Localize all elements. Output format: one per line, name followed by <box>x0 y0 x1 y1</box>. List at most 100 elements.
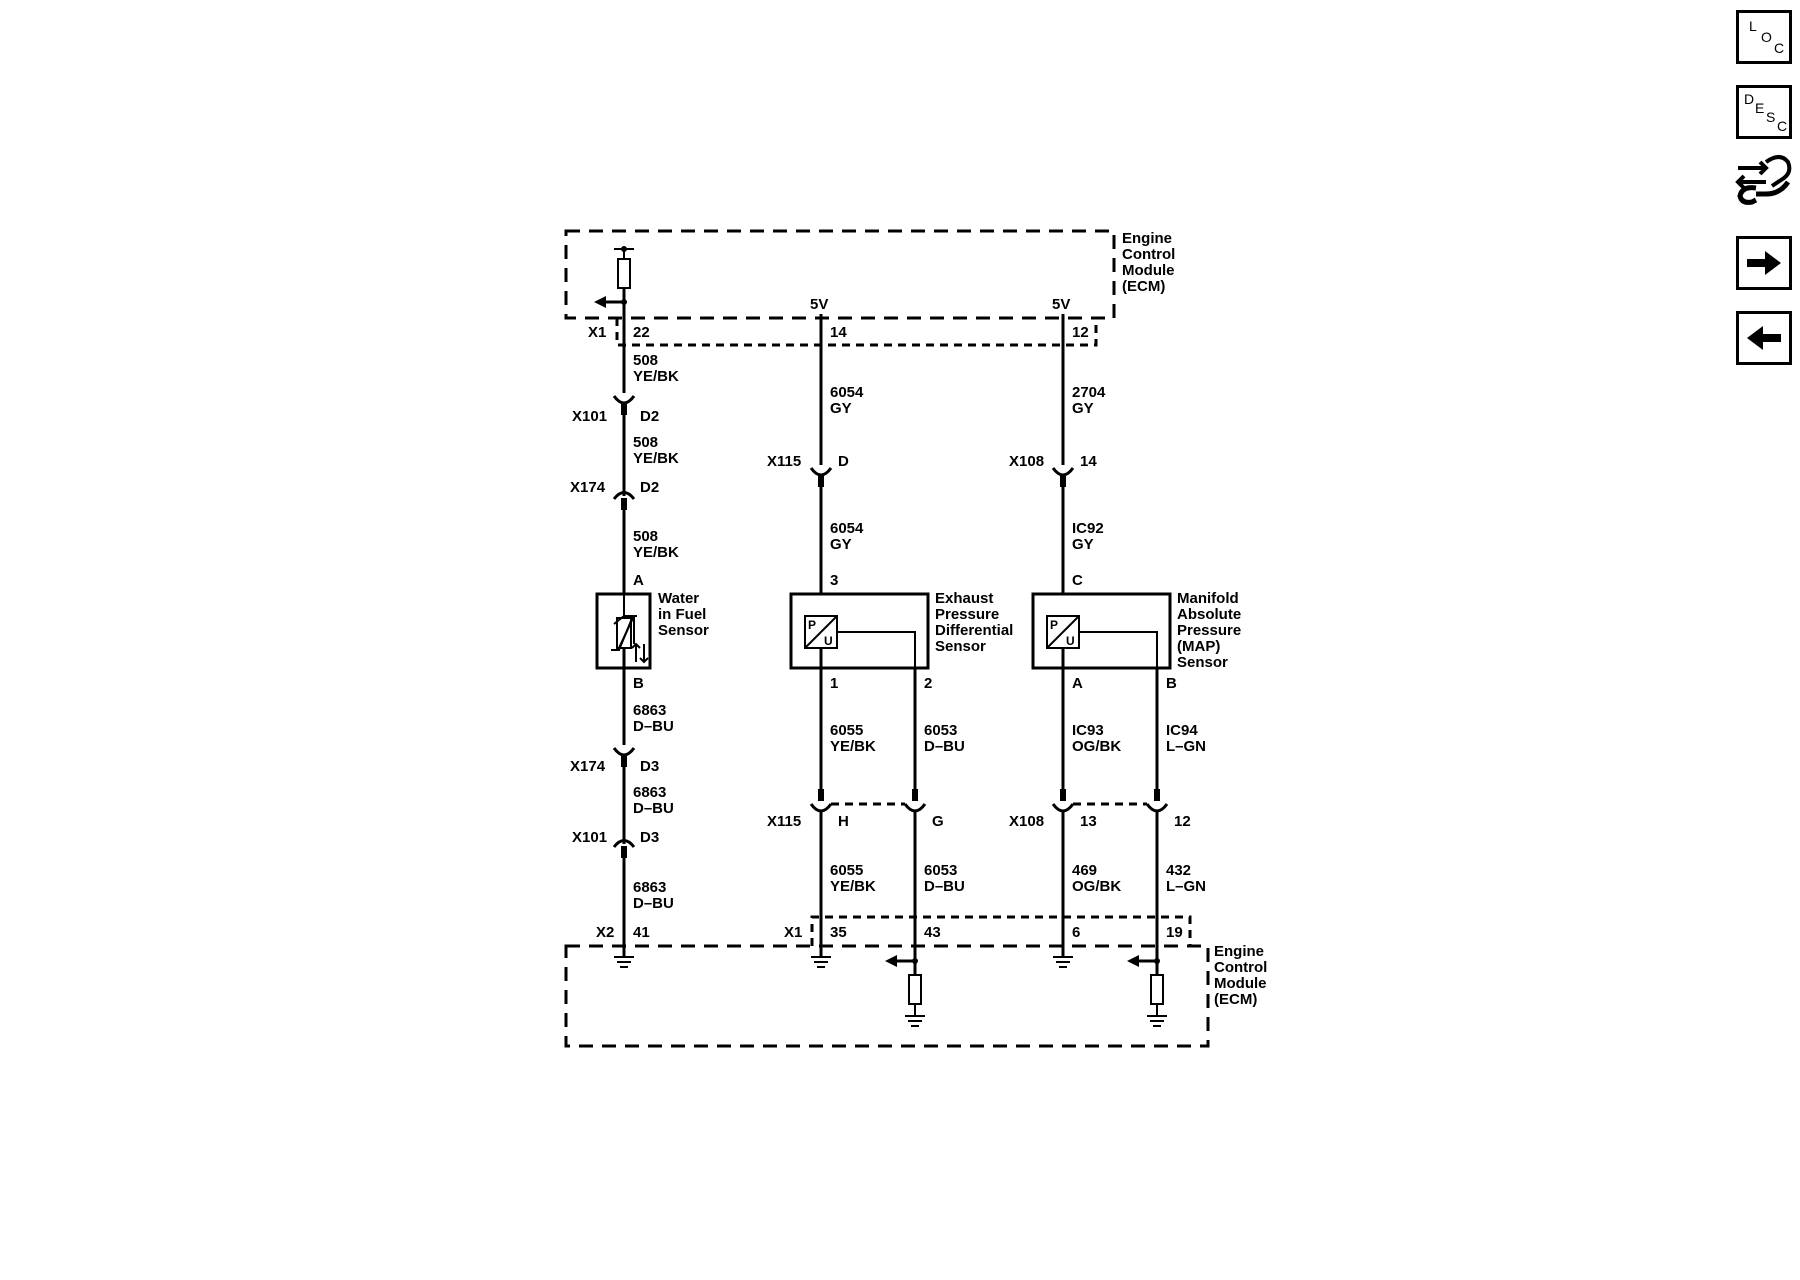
wire-11-color: D–BU <box>924 738 965 755</box>
ecm-bottom-box <box>564 915 1210 1048</box>
wire-17-number: IC94 <box>1166 722 1198 739</box>
desc-icon-letter-c: C <box>1777 118 1788 134</box>
map-pulldown-resistor <box>1127 955 1167 1027</box>
wire-14-color: GY <box>1072 536 1094 553</box>
wire-1-number: 508 <box>633 352 658 369</box>
pin-b-map: B <box>1166 675 1177 692</box>
previous-button[interactable] <box>1736 311 1792 365</box>
wire-13-color: GY <box>1072 400 1094 417</box>
wire-13-number: 2704 <box>1072 384 1106 401</box>
conn-x2: X2 <box>596 924 614 941</box>
connector-x101-d3 <box>612 839 636 858</box>
conn-x1-top: X1 <box>588 324 606 341</box>
pin-35: 35 <box>830 924 847 941</box>
map-sensor-label-1: Manifold <box>1177 590 1239 607</box>
ecm-top-label-4: (ECM) <box>1122 278 1165 295</box>
connector-x101-d2 <box>612 395 636 415</box>
pin-h: H <box>838 813 849 830</box>
ecm-bottom-label-3: Module <box>1214 975 1267 992</box>
epd-sensor-label-2: Pressure <box>935 606 999 623</box>
conn-x174-b: X174 <box>570 758 606 775</box>
ecm-bottom-label-2: Control <box>1214 959 1267 976</box>
supply-5v-1: 5V <box>810 296 828 313</box>
map-sensor-label-4: (MAP) <box>1177 638 1220 655</box>
desc-button[interactable]: D E S C <box>1736 85 1792 139</box>
wire-3-number: 508 <box>633 528 658 545</box>
connector-wrench-icon <box>1735 155 1792 205</box>
ecm-top-label-3: Module <box>1122 262 1175 279</box>
ecm-bottom-label-1: Engine <box>1214 943 1264 960</box>
loc-button[interactable]: L O C <box>1736 10 1792 64</box>
wire-15-number: IC93 <box>1072 722 1104 739</box>
ecm-top-label-2: Control <box>1122 246 1175 263</box>
pin-6: 6 <box>1072 924 1080 941</box>
pin-d3-a: D3 <box>640 758 659 775</box>
wif-ground-symbol <box>614 956 634 968</box>
map-sensor <box>1031 592 1172 670</box>
epd-sensor-label-1: Exhaust <box>935 590 993 607</box>
wire-16-number: 469 <box>1072 862 1097 879</box>
pin-41: 41 <box>633 924 650 941</box>
wire-2-color: YE/BK <box>633 450 679 467</box>
pin-43: 43 <box>924 924 941 941</box>
loc-icon-letter-o: O <box>1761 29 1772 45</box>
pin-3: 3 <box>830 572 838 589</box>
pin-d2-a: D2 <box>640 408 659 425</box>
pin-a-map: A <box>1072 675 1083 692</box>
ecm-top-box <box>564 229 1116 347</box>
pin-g: G <box>932 813 944 830</box>
wire-9-color: YE/BK <box>830 738 876 755</box>
wire-4-number: 6863 <box>633 702 666 719</box>
ecm-top-label-1: Engine <box>1122 230 1172 247</box>
arrow-right-icon <box>1747 251 1781 275</box>
wire-18-color: L–GN <box>1166 878 1206 895</box>
conn-x1-bottom: X1 <box>784 924 802 941</box>
epd-ground-symbol <box>811 956 831 968</box>
pin-1: 1 <box>830 675 838 692</box>
connector-wrench-button[interactable] <box>1732 152 1794 210</box>
conn-x108-a: X108 <box>1009 453 1044 470</box>
pin-d2-b: D2 <box>640 479 659 496</box>
wire-17-color: L–GN <box>1166 738 1206 755</box>
map-sensor-label-3: Pressure <box>1177 622 1241 639</box>
desc-icon-letter-e: E <box>1755 100 1765 116</box>
pin-2: 2 <box>924 675 932 692</box>
wire-7-color: GY <box>830 400 852 417</box>
wire-7-number: 6054 <box>830 384 864 401</box>
wire-2-number: 508 <box>633 434 658 451</box>
wire-15-color: OG/BK <box>1072 738 1121 755</box>
map-pu-p: P <box>1050 618 1058 632</box>
wire-3-color: YE/BK <box>633 544 679 561</box>
desc-icon-letter-s: S <box>1766 109 1776 125</box>
wire-8-number: 6054 <box>830 520 864 537</box>
loc-icon-letter-c: C <box>1774 40 1785 56</box>
wire-5-number: 6863 <box>633 784 666 801</box>
epd-sensor-label-4: Sensor <box>935 638 986 655</box>
wire-8-color: GY <box>830 536 852 553</box>
connector-x115-d <box>809 467 833 487</box>
conn-x115-b: X115 <box>767 813 801 830</box>
next-button[interactable] <box>1736 236 1792 290</box>
exhaust-pressure-differential-sensor <box>789 592 930 670</box>
pin-a-wif: A <box>633 572 644 589</box>
pin-14: 14 <box>830 324 847 341</box>
pin-d: D <box>838 453 849 470</box>
water-in-fuel-sensor <box>595 592 652 670</box>
wire-5-color: D–BU <box>633 800 674 817</box>
wire-14-number: IC92 <box>1072 520 1104 537</box>
wire-6-color: D–BU <box>633 895 674 912</box>
wire-4-color: D–BU <box>633 718 674 735</box>
conn-x101-a: X101 <box>572 408 607 425</box>
wiring-schematic: Engine Control Module (ECM) Engine Contr… <box>564 229 1267 1048</box>
wif-sensor-label-2: in Fuel <box>658 606 706 623</box>
pin-12: 12 <box>1072 324 1089 341</box>
pin-d3-b: D3 <box>640 829 659 846</box>
wire-12-color: D–BU <box>924 878 965 895</box>
wire-18-number: 432 <box>1166 862 1191 879</box>
conn-x108-b: X108 <box>1009 813 1044 830</box>
wire-12-number: 6053 <box>924 862 957 879</box>
map-sensor-label-2: Absolute <box>1177 606 1241 623</box>
connector-x174-d3 <box>612 747 636 767</box>
loc-icon-letter-l: L <box>1749 18 1757 34</box>
wire-10-color: YE/BK <box>830 878 876 895</box>
